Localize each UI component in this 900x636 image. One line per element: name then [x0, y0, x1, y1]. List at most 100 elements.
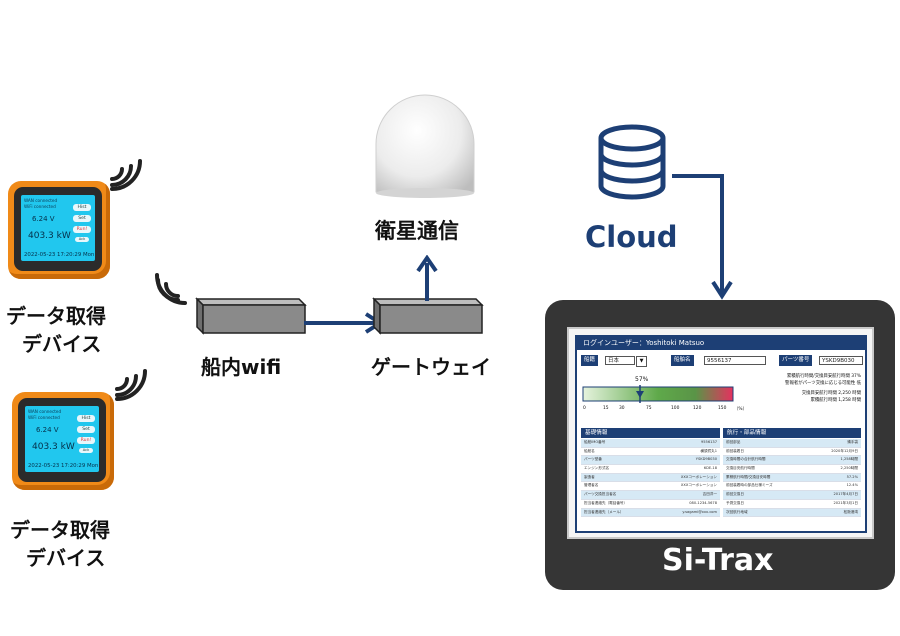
table-row: 前回交換日 2017年4月7日	[723, 491, 861, 500]
table-cell-key: 担当者連絡先（電話番号）	[584, 500, 628, 505]
device-label-line2: デバイス	[22, 332, 102, 356]
arrow-down-icon	[672, 174, 733, 300]
gauge-tick: 120	[693, 406, 702, 411]
table-row: パーツ型番 YSKD9B030	[581, 456, 720, 466]
gateway-box	[372, 297, 484, 335]
table-row: 担当者連絡先（メール） y.sagami@xxx.com	[581, 508, 720, 518]
login-user-header: ログインユーザー：Yoshitoki Matsuo	[577, 337, 865, 350]
field-label: パーツ番号	[779, 355, 813, 366]
table-row: 担当者連絡先（電話番号） 080-1234-5678	[581, 500, 720, 509]
gauge-ticks: 0 15 30 75 100 120 150 （%）	[583, 406, 747, 414]
table-cell-value: YSKD9B030	[695, 457, 717, 462]
gauge-percent-label: 57%	[635, 376, 649, 383]
wear-gauge	[582, 385, 734, 403]
wifi-router-box	[195, 297, 307, 335]
table-cell-value: 57.2%	[846, 474, 858, 479]
device-status-line: WAN connected	[24, 198, 58, 203]
table-cell-key: 船舶名	[584, 448, 595, 453]
cloud-label: Cloud	[585, 220, 678, 254]
table-cell-key: パーツ交換担当者名	[584, 492, 617, 497]
stats-block: 累積航行時間/交換目安航行時間 37% 警報者がパーツ交換に応じる可能性 低 交…	[785, 373, 861, 404]
table-row: 船舶名横須賀丸1	[581, 448, 720, 457]
table-cell-value: 2020年12月9日	[831, 448, 858, 453]
stat-line: 警報者がパーツ交換に応じる可能性 低	[785, 381, 861, 386]
table-cell-key: 前回装着時の部品仕様ミーズ	[726, 483, 773, 488]
field-part-no: パーツ番号 YSKD9B030	[779, 355, 863, 366]
table-cell-value: 2,250時間	[840, 466, 858, 471]
device-power: 403.3 kW	[28, 231, 71, 241]
field-label: 船籍	[581, 355, 599, 366]
device-button: Run!	[77, 437, 95, 444]
table-cell-key: 製造者	[584, 474, 595, 479]
device-button: Hist	[77, 415, 95, 422]
device-screen: WAN connected WiFi connected 6.24 V 403.…	[21, 195, 95, 261]
stat-line: 累積航行時間/交換目安航行時間 37%	[786, 374, 861, 379]
table-cell-value: 2021年3月1日	[833, 500, 859, 505]
device-status-line: WiFi connected	[28, 415, 60, 420]
chevron-down-icon[interactable]: ▼	[636, 356, 647, 367]
nation-select[interactable]: 日本	[605, 356, 635, 365]
device-screen: WAN connected WiFi connected 6.24 V 403.…	[25, 406, 99, 472]
device-timestamp: 2022-05-23 17:20:29 Mon	[28, 463, 99, 469]
table-cell-key: 前回交換日	[726, 492, 744, 497]
device-status-line: WAN connected	[28, 409, 62, 414]
device-power: 403.3 kW	[32, 442, 75, 452]
table-cell-key: エンジン形式名	[584, 466, 610, 471]
gauge-arrow-icon	[636, 391, 644, 398]
table-cell-key: 交換時間の合計航行時間	[726, 457, 766, 462]
stat-line: 累積航行時間 1,258 時間	[810, 398, 862, 403]
table-cell-value: XXXコーポレーション	[680, 474, 717, 479]
database-icon	[598, 124, 666, 200]
table-cell-value: 6DE-18	[703, 466, 717, 471]
gauge-tick: 150	[718, 406, 727, 411]
device-button: Ack	[75, 237, 89, 242]
table-cell-key: 前回部品	[726, 440, 741, 444]
table-row: 交換目安航行時間 2,250時間	[723, 465, 861, 474]
satellite-label: 衛星通信	[375, 219, 459, 243]
data-device-1: WAN connected WiFi connected 6.24 V 403.…	[8, 181, 110, 279]
part-number-value: YSKD9B030	[819, 356, 863, 365]
device-body: WAN connected WiFi connected 6.24 V 403.…	[14, 187, 102, 271]
table-cell-value: 080-1234-5678	[689, 500, 717, 505]
device-timestamp: 2022-05-23 17:20:29 Mon	[24, 252, 95, 258]
gauge-tick: （%）	[734, 407, 747, 412]
table-cell-key: 累積航行時間/交換目安時間	[726, 474, 771, 479]
table-row: エンジン形式名 6DE-18	[581, 465, 720, 474]
table-row: パーツ交換担当者名吉田洋一	[581, 491, 720, 500]
device-button: Ack	[79, 448, 93, 453]
table-cell-value: 2017年4月7日	[833, 492, 859, 497]
gauge-tick: 15	[603, 406, 609, 411]
satellite-dome	[375, 94, 475, 198]
table-cell-value: XXXコーポレーション	[680, 483, 717, 488]
arrow-up-icon	[416, 255, 438, 301]
section-basic-info: 基礎情報	[581, 428, 720, 438]
field-ship-name: 船舶名 9556137	[671, 355, 771, 366]
table-cell-key: 前回装着日	[726, 448, 744, 453]
table-cell-key: 管理者名	[584, 483, 599, 488]
gauge-tick: 100	[671, 406, 680, 411]
table-cell-key: 予測交換日	[726, 500, 744, 505]
table-cell-key: 担当者連絡先（メール）	[584, 509, 624, 514]
wifi-label: 船内wifi	[201, 355, 282, 379]
device-label-line2: デバイス	[26, 546, 106, 570]
device-button: Set	[73, 215, 91, 222]
table-cell-key: パーツ型番	[584, 457, 602, 462]
table-cell-value: 9556137	[700, 440, 717, 444]
data-device-2: WAN connected WiFi connected 6.24 V 403.…	[12, 392, 114, 490]
table-cell-value: y.sagami@xxx.com	[682, 509, 717, 514]
table-row: 累積航行時間/交換目安時間 57.2%	[723, 473, 861, 483]
gauge-tick: 30	[619, 406, 625, 411]
device-button: Run!	[73, 226, 91, 233]
sitrax-screen: ログインユーザー：Yoshitoki Matsuo 船籍 日本 ▼ 船舶名 95…	[567, 327, 874, 539]
table-cell-key: 交換目安航行時間	[726, 466, 755, 471]
wireless-signal-icon	[155, 273, 187, 305]
field-label: 船舶名	[671, 355, 694, 366]
table-cell-value: 錆手袋	[847, 440, 858, 444]
sitrax-label: Si-Trax	[662, 543, 774, 578]
table-cell-key: 次回航行地域	[726, 509, 748, 514]
field-nation: 船籍 日本 ▼	[581, 355, 671, 367]
